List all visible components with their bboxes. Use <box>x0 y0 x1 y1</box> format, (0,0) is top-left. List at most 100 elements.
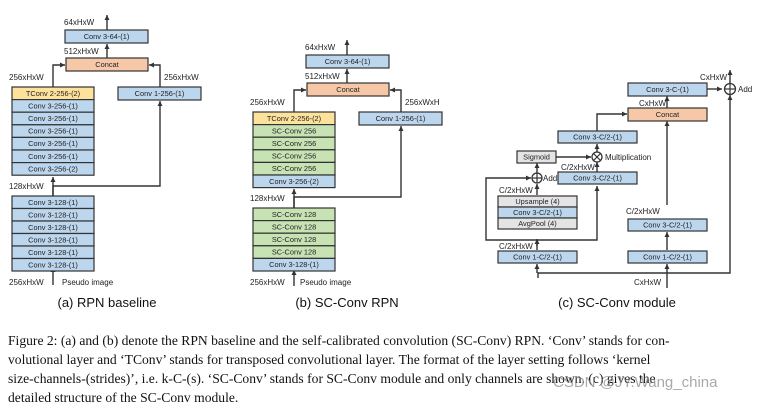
block-label: Conv 3-128-(1) <box>28 248 78 257</box>
conv-block <box>627 218 708 232</box>
dim-label: 128xHxW <box>250 194 285 203</box>
caption-line: size-channels-(strides)’, i.e. k-C-(s). … <box>8 371 656 386</box>
block-label: TConv 2-256-(2) <box>26 89 80 98</box>
subfigure-caption: (c) SC-Conv module <box>558 295 676 310</box>
conv-block <box>497 250 578 264</box>
block-label: SC-Conv 128 <box>272 235 316 244</box>
dim-label: 512xHxW <box>64 47 99 56</box>
block-label: Sigmoid <box>523 153 550 162</box>
panel-b-sc-conv-rpn: 64xHxW Conv 3-64-(1) 512xHxW Concat 256x… <box>250 40 443 310</box>
block-label: Conv 3-256-(1) <box>28 139 78 148</box>
dim-label: 256xHxW <box>250 278 285 287</box>
block-label: Concat <box>336 85 359 94</box>
figure-diagram: 64xHxW Conv 3-64-(1) 512xHxW Concat 256x… <box>9 15 752 310</box>
block-label: Conv 1-C/2-(1) <box>643 253 692 262</box>
block-label: Conv 3-256-(1) <box>28 114 78 123</box>
block-label: Conv 3-C-(1) <box>646 85 689 94</box>
block-label: SC-Conv 256 <box>272 152 316 161</box>
block-label: Concat <box>656 110 679 119</box>
conv-block <box>11 162 95 176</box>
caption-line: volutional layer and ‘TConv’ stands for … <box>8 352 651 367</box>
lower-stack: Conv 3-128-(1) Conv 3-128-(1) Conv 3-128-(… <box>11 195 95 272</box>
avgpool-block <box>497 217 578 230</box>
block-label: Conv 3-256-(2) <box>269 177 319 186</box>
residual-path <box>537 95 733 278</box>
block-label: Conv 1-256-(1) <box>376 114 426 123</box>
block-label: SC-Conv 256 <box>272 126 316 135</box>
block-label: Conv 3-C/2-(1) <box>513 208 562 217</box>
concat-block <box>65 57 149 72</box>
block-label: Conv 3-128-(1) <box>28 210 78 219</box>
dim-label: 64xHxW <box>64 18 95 27</box>
sigmoid-block <box>516 150 557 164</box>
conv-block <box>557 130 638 144</box>
block-label: SC-Conv 128 <box>272 210 316 219</box>
block-label: AvgPool (4) <box>518 219 556 228</box>
left-to-concat-arrow <box>52 62 65 87</box>
dim-label: 128xHxW <box>9 182 44 191</box>
dim-label: C/2xHxW <box>561 163 595 172</box>
panel-c-sc-conv-module: Add CxHxW Conv 3-C-(1) CxHxW Concat Conv… <box>485 70 752 310</box>
block-label: Conv 3-C/2-(1) <box>643 221 692 230</box>
dim-label: 64xHxW <box>305 43 336 52</box>
input-label: Pseudo image <box>300 278 352 287</box>
block-label: SC-Conv 128 <box>272 222 316 231</box>
block-label: Conv 3-256-(1) <box>28 152 78 161</box>
add-label: Add <box>543 174 557 183</box>
dim-label: CxHxW <box>639 99 667 108</box>
upper-stack: TConv 2-256-(2) Conv 3-256-(1) Conv 3-256-… <box>11 86 95 176</box>
conv-block <box>627 82 708 97</box>
input-label: Pseudo image <box>62 278 114 287</box>
block-label: SC-Conv 256 <box>272 164 316 173</box>
block-label: SC-Conv 128 <box>272 248 316 257</box>
block-label: Conv 3-C/2-(1) <box>573 133 622 142</box>
multiplication-label: Multiplication <box>605 153 651 162</box>
subfigure-caption: (b) SC-Conv RPN <box>295 295 398 310</box>
block-label: Conv 3-C/2-(1) <box>573 174 622 183</box>
block-label: Conv 3-128-(1) <box>28 198 78 207</box>
left-to-concat-arrow <box>596 111 627 131</box>
block-label: Conv 3-256-(1) <box>28 101 78 110</box>
conv-block <box>117 86 202 101</box>
conv-block <box>252 257 336 272</box>
split-to-conv-arrow <box>537 186 600 241</box>
concat-block <box>306 82 390 97</box>
block-label: Concat <box>95 60 118 69</box>
dim-label: 256xWxH <box>405 98 440 107</box>
block-label: Conv 1-256-(1) <box>135 89 185 98</box>
block-label: Conv 3-128-(1) <box>28 235 78 244</box>
subfigure-caption: (a) RPN baseline <box>58 295 157 310</box>
left-to-concat-arrow <box>293 87 306 112</box>
concat-block <box>627 107 708 122</box>
block-label: Upsample (4) <box>515 197 559 206</box>
dim-label: C/2xHxW <box>499 186 533 195</box>
figure-caption: Figure 2: (a) and (b) denote the RPN bas… <box>8 331 756 407</box>
dim-label: 256xHxW <box>9 278 44 287</box>
dim-label: CxHxW <box>634 278 662 287</box>
caption-line: Figure 2: (a) and (b) denote the RPN bas… <box>8 333 670 348</box>
block-label: TConv 2-256-(2) <box>267 114 321 123</box>
right-to-concat-arrow <box>390 87 402 112</box>
conv-block <box>252 174 336 189</box>
dim-label: 256xHxW <box>9 73 44 82</box>
conv-block <box>64 29 149 44</box>
block-label: Conv 1-C/2-(1) <box>513 253 562 262</box>
conv-block <box>627 250 708 264</box>
block-label: Conv 3-256-(2) <box>28 164 78 173</box>
conv-block <box>305 54 390 69</box>
add-label: Add <box>738 85 752 94</box>
block-label: Conv 3-64-(1) <box>84 32 130 41</box>
block-label: Conv 3-128-(1) <box>28 223 78 232</box>
right-to-concat-arrow <box>149 62 161 87</box>
watermark: CSDN @JY.Wang_china <box>553 374 718 391</box>
panel-a-rpn-baseline: 64xHxW Conv 3-64-(1) 512xHxW Concat 256x… <box>9 15 202 310</box>
conv-block <box>358 111 443 126</box>
caption-line: detailed structure of the SC-Conv module… <box>8 390 239 405</box>
dim-label: CxHxW <box>700 73 728 82</box>
block-label: Conv 3-128-(1) <box>269 260 319 269</box>
block-label: SC-Conv 256 <box>272 139 316 148</box>
dim-label: C/2xHxW <box>499 242 533 251</box>
dim-label: 256xHxW <box>164 73 199 82</box>
